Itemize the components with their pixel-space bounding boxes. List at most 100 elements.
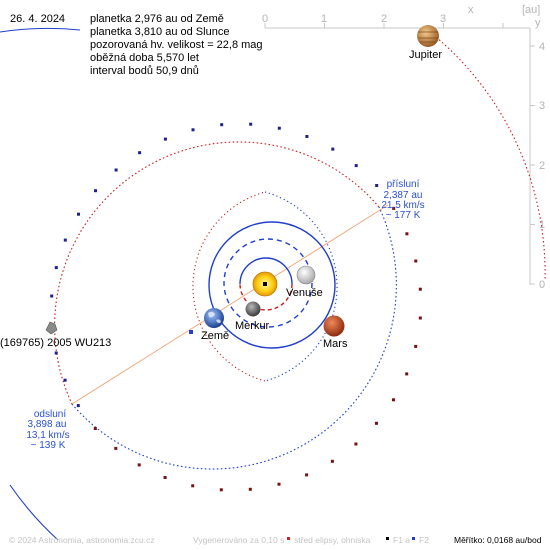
- asteroid-orbit-point: [418, 316, 422, 320]
- asteroid-orbit-point: [77, 212, 80, 216]
- asteroid-orbit-point: [114, 168, 118, 172]
- perihelion-distance: 2,387 au: [384, 190, 423, 201]
- asteroid-icon: [45, 321, 58, 335]
- mercury-orbit: [239, 257, 293, 311]
- asteroid-orbit-point: [191, 128, 195, 132]
- venus-label: Venuše: [286, 287, 323, 299]
- jupiter-icon: [417, 25, 439, 47]
- earth-orbit: [208, 221, 336, 349]
- perihelion-temp: ~ 177 K: [386, 210, 421, 221]
- y-tick-label: 3: [539, 100, 545, 112]
- aphelion-title: odsluní: [34, 409, 66, 420]
- asteroid-orbit-point: [331, 147, 335, 151]
- aphelion-annotation: odsluní 3,898 au 13,1 km/s ~ 139 K: [26, 409, 69, 451]
- asteroid-orbit-point: [94, 189, 97, 193]
- asteroid-orbit: [54, 141, 397, 470]
- asteroid-orbit-point: [354, 442, 358, 446]
- scale-text: Měřítko: 0,0168 au/bod: [454, 535, 542, 545]
- legend-center-text: střed elipsy, ohniska: [294, 535, 371, 545]
- mars-orbit: [192, 191, 338, 382]
- legend-f1-text: F1 a: [393, 535, 410, 545]
- mercury-icon: [245, 301, 261, 317]
- asteroid-orbit-point: [63, 238, 67, 242]
- asteroid-orbit-point: [50, 294, 54, 298]
- asteroid-orbit-point: [220, 123, 224, 127]
- asteroid-orbit-point: [114, 446, 118, 450]
- asteroid-orbit-point: [305, 135, 309, 138]
- copyright-text: © 2024 Astronomia, astronomia.zcu.cz: [9, 535, 155, 545]
- asteroid-orbit-point: [54, 351, 58, 355]
- jupiter-orbit: [0, 27, 546, 541]
- aphelion-speed: 13,1 km/s: [26, 430, 69, 441]
- asteroid-orbit-point: [392, 398, 395, 402]
- aphelion-distance: 3,898 au: [28, 419, 67, 430]
- asteroid-orbit-point: [63, 378, 67, 382]
- asteroid-orbit-point: [163, 476, 167, 479]
- asteroid-orbit-point: [418, 287, 422, 291]
- asteroid-orbit-point: [219, 488, 223, 492]
- perihelion-annotation: přísluní 2,387 au 21,5 km/s ~ 177 K: [381, 179, 424, 221]
- info-line-point-interval: interval bodů 50,9 dnů: [90, 65, 199, 77]
- asteroid-orbit-point: [354, 164, 358, 168]
- sun: [252, 271, 278, 297]
- asteroid: [45, 321, 193, 335]
- asteroid-orbit-point: [405, 232, 409, 236]
- perihelion-title: přísluní: [387, 179, 420, 190]
- footer: © 2024 Astronomia, astronomia.zcu.cz Vyg…: [9, 535, 542, 545]
- asteroid-orbit-point: [76, 404, 80, 408]
- earth: [204, 308, 224, 328]
- earth-clouds: [208, 311, 221, 324]
- y-axis-label: y: [535, 17, 541, 29]
- info-line-period: oběžná doba 5,570 let: [90, 52, 199, 64]
- asteroid-orbit-point: [414, 344, 418, 348]
- focus-f1-marker: [263, 282, 267, 286]
- info-panel: 26. 4. 2024 planetka 2,976 au od Země pl…: [10, 13, 263, 77]
- asteroid-orbit-point: [93, 427, 97, 430]
- x-axis-label: x: [468, 4, 474, 16]
- mars-icon: [323, 315, 345, 337]
- y-tick-label: 1: [539, 219, 545, 231]
- x-tick-label: 1: [321, 13, 327, 25]
- asteroid-orbit-point: [163, 137, 167, 141]
- x-tick-label: 3: [440, 13, 446, 25]
- asteroid-orbit-point: [405, 372, 409, 376]
- focus-f2-marker: [189, 330, 193, 334]
- asteroid-orbit-point: [277, 482, 281, 486]
- planet-labels: Jupiter Venuše Merkur Země Mars (169765)…: [0, 49, 442, 350]
- venus: [296, 265, 316, 285]
- earth-label: Země: [201, 330, 229, 342]
- asteroid-orbit-point: [249, 122, 253, 126]
- y-tick-label: 2: [539, 160, 545, 172]
- mercury: [245, 301, 261, 317]
- apse-line: [71, 204, 389, 405]
- center-legend-marker: [287, 537, 290, 540]
- asteroid-orbit-point: [191, 484, 195, 488]
- asteroid-orbit-point: [137, 463, 141, 467]
- axes: [264, 23, 535, 285]
- asteroid-orbit-point: [375, 421, 378, 425]
- f1-legend-marker: [386, 537, 389, 540]
- f2-legend-marker: [412, 537, 415, 540]
- asteroid-orbit-point: [248, 487, 252, 491]
- x-tick-label: 0: [262, 13, 268, 25]
- venus-orbit: [223, 238, 313, 328]
- asteroid-orbit-point: [330, 459, 334, 463]
- axis-labels: 0 1 2 3 x [au] 4 3 2 1 0 y: [262, 4, 545, 291]
- y-tick-label: 4: [539, 41, 545, 53]
- jupiter: [417, 25, 439, 47]
- unit-label: [au]: [522, 4, 540, 16]
- jupiter-label: Jupiter: [409, 49, 442, 61]
- asteroid-orbit-point: [138, 151, 142, 155]
- asteroid-orbit-points: [50, 122, 422, 492]
- y-tick-label: 0: [539, 279, 545, 291]
- asteroid-orbit-point: [54, 266, 58, 270]
- asteroid-label: (169765) 2005 WU213: [0, 337, 111, 349]
- date-label: 26. 4. 2024: [10, 13, 65, 25]
- asteroid-orbit-point: [277, 126, 281, 130]
- asteroid-orbit-point: [414, 259, 418, 263]
- earth-icon: [204, 308, 224, 328]
- venus-icon: [296, 265, 316, 285]
- mars: [323, 315, 345, 337]
- legend-f2-text: F2: [419, 535, 429, 545]
